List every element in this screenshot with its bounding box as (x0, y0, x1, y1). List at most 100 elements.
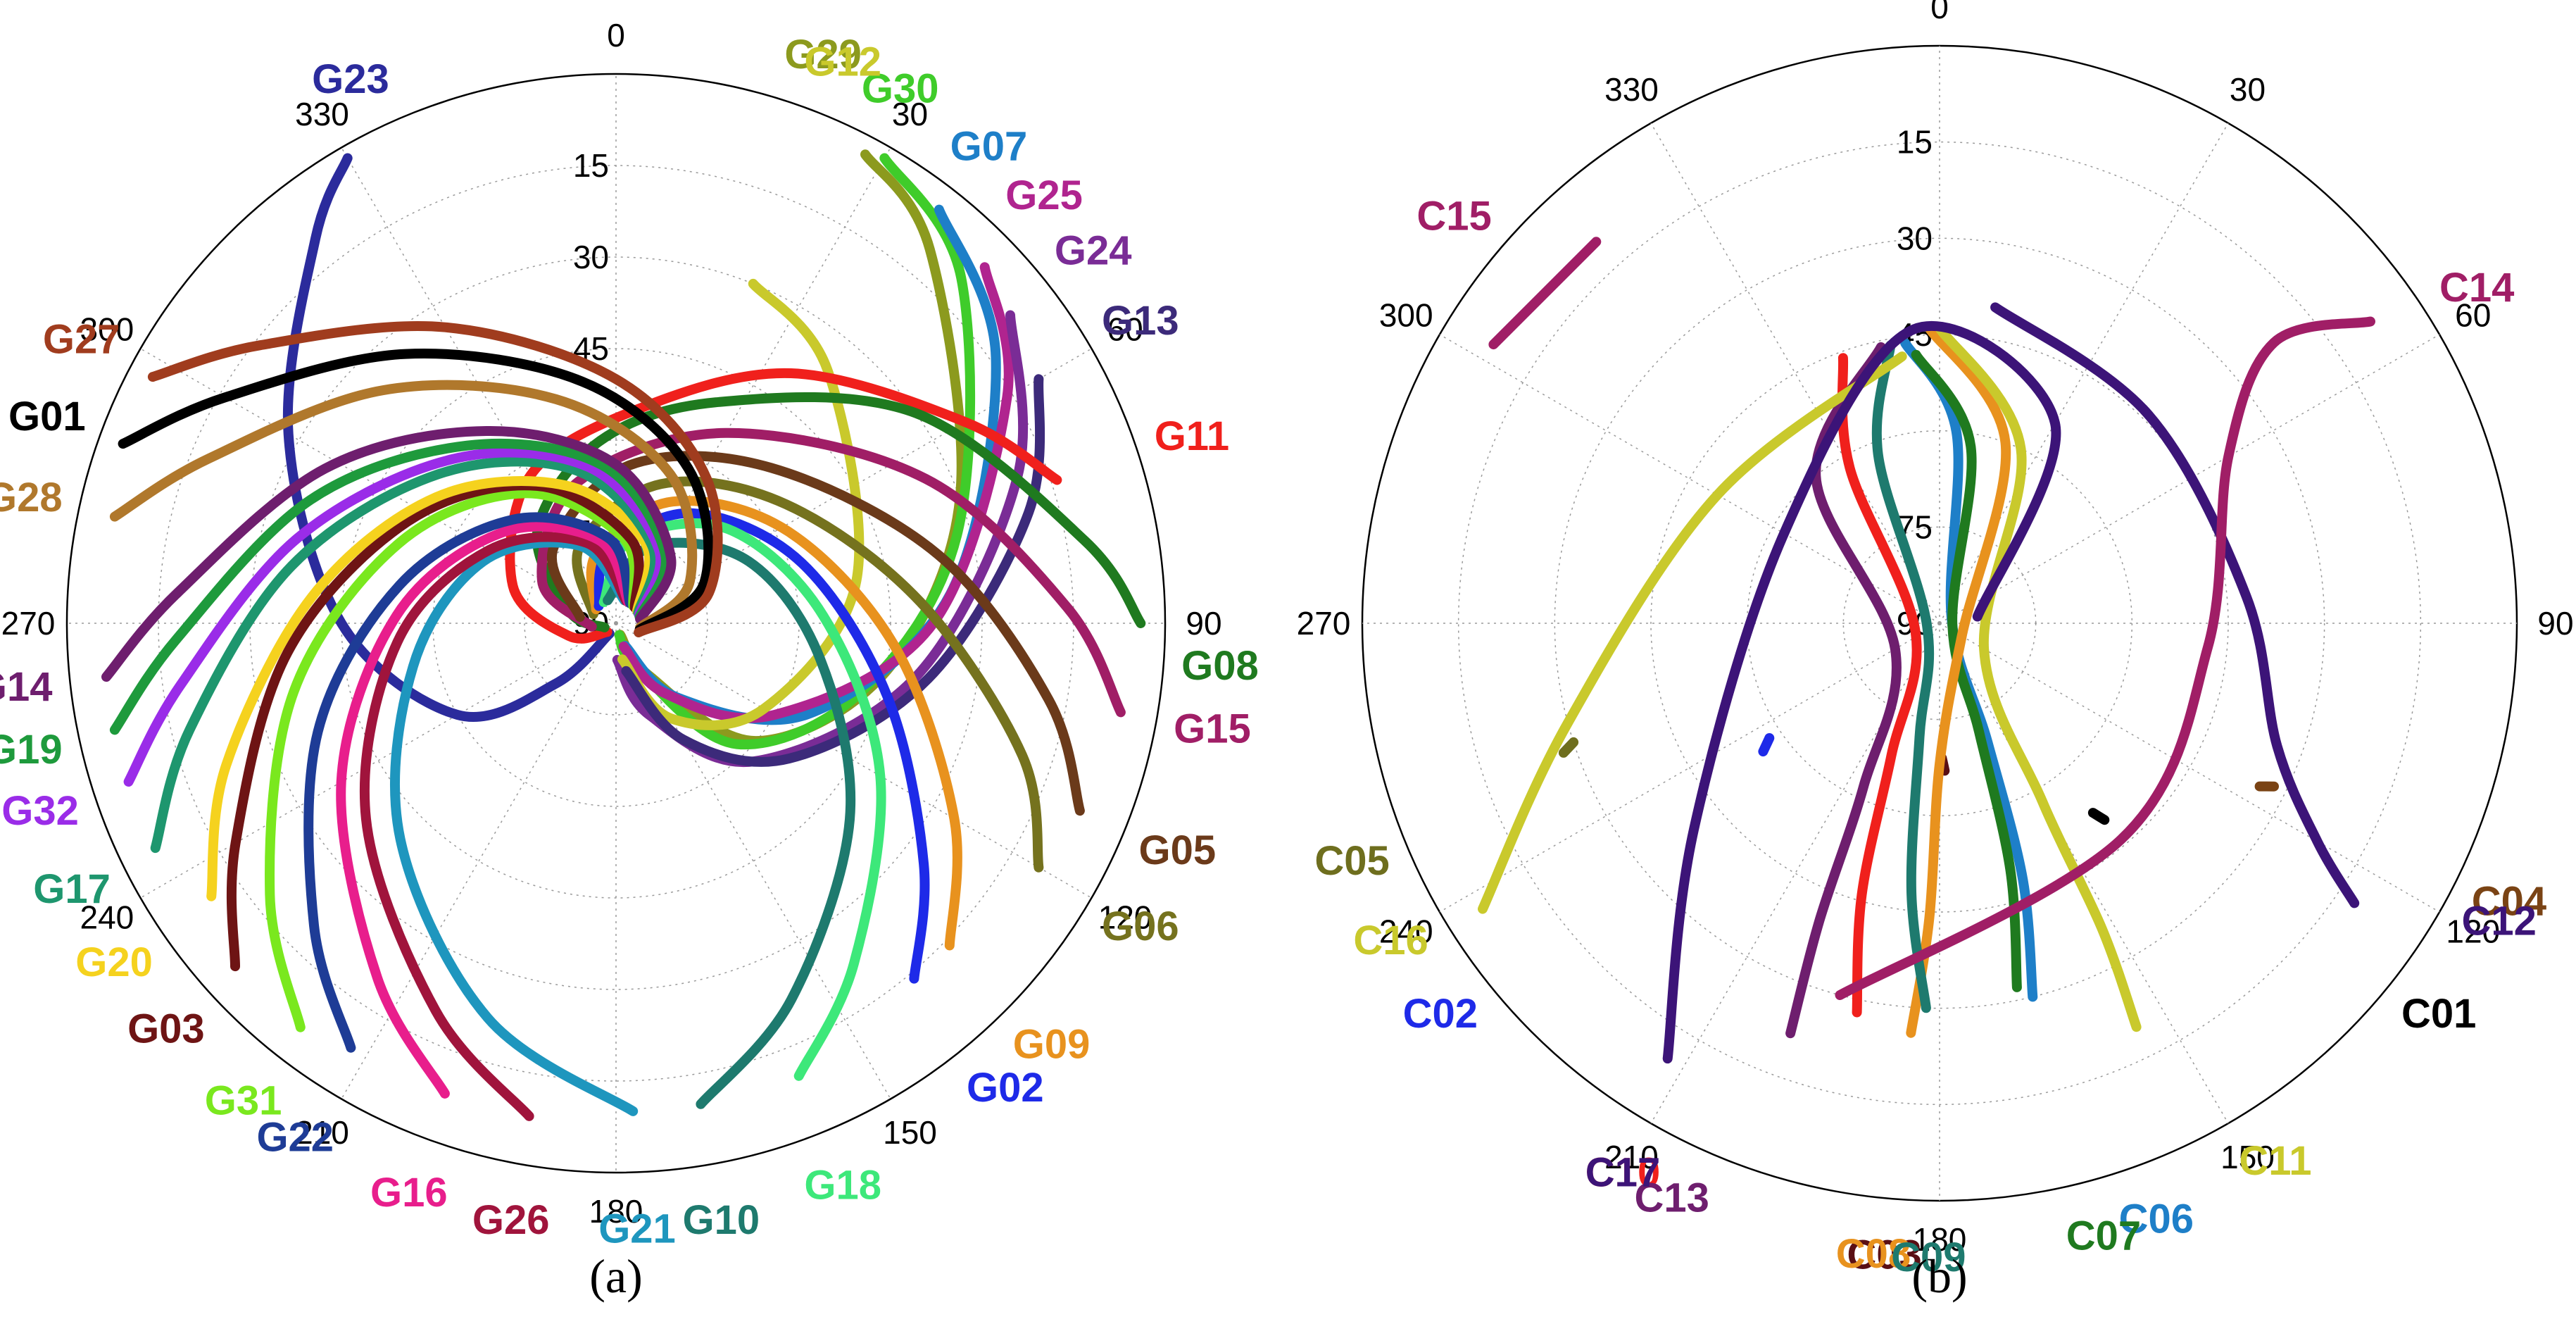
sat-track-g28 (109, 380, 698, 632)
sat-label-g07: G07 (950, 123, 1028, 169)
sat-label-c12: C12 (2461, 899, 2536, 944)
sat-label-g25: G25 (1005, 173, 1083, 218)
sat-label-g29: G29 (784, 32, 862, 77)
sat-label-g15: G15 (1174, 706, 1251, 751)
angular-tick-label: 150 (2220, 1139, 2275, 1175)
angular-tick-label: 150 (883, 1114, 937, 1151)
angular-tick-label: 60 (2455, 297, 2491, 334)
sat-label-c04: C04 (2472, 879, 2546, 925)
sat-track-g21 (390, 537, 639, 1116)
sat-label-g11: G11 (1155, 413, 1229, 459)
sat-label-g13: G13 (1102, 298, 1179, 344)
sat-track-g03 (226, 480, 644, 972)
sat-track-c08 (1906, 323, 2011, 1038)
sat-track-g01 (118, 349, 714, 635)
sat-track-c16 (1478, 351, 1907, 914)
angular-tick-label: 0 (607, 17, 625, 54)
sat-label-c07: C07 (2066, 1213, 2141, 1259)
sat-label-c17: C17 (1585, 1149, 1660, 1195)
sat-label-c05: C05 (1314, 838, 1389, 884)
grid-spoke (341, 623, 617, 1099)
sat-track-g14 (101, 425, 677, 682)
grid-circle (1554, 237, 2325, 1009)
grid-circle (1457, 141, 2422, 1106)
sat-label-g32: G32 (1, 788, 79, 834)
sat-track-g27 (147, 321, 723, 637)
sat-track-g12 (617, 278, 865, 730)
angular-tick-label: 270 (1, 605, 56, 642)
angular-tick-label: 180 (589, 1193, 643, 1230)
grid-spoke (1650, 123, 1940, 624)
angular-tick-label: 30 (2230, 71, 2266, 108)
angular-tick-label: 60 (1107, 311, 1143, 348)
sat-label-g27: G27 (43, 316, 120, 362)
angular-tick-label: 330 (1604, 71, 1659, 108)
sat-label-g28: G28 (0, 475, 63, 520)
angular-tick-label: 240 (80, 899, 134, 936)
sat-label-g03: G03 (127, 1006, 205, 1051)
skyplot-panel-a: 0306090120150180210240270300330153045759… (0, 17, 1259, 1251)
sat-label-c03: C03 (1847, 1232, 1921, 1278)
grid-spoke (615, 623, 1092, 899)
sat-label-g23: G23 (312, 56, 389, 102)
angular-tick-label: 120 (1098, 899, 1152, 936)
sat-label-g31: G31 (205, 1078, 282, 1124)
sat-label-g30: G30 (862, 66, 939, 112)
sat-label-c15: C15 (1416, 193, 1491, 239)
sat-label-g06: G06 (1102, 904, 1179, 949)
radial-tick-label: 30 (573, 239, 609, 275)
angular-tick-label: 210 (295, 1114, 349, 1151)
sat-track-g15 (536, 427, 1126, 718)
sat-track-g26 (360, 532, 632, 1121)
sat-track-c17 (1662, 320, 2061, 1064)
grid-spoke (1939, 623, 2440, 913)
sat-label-c02: C02 (1403, 991, 1478, 1037)
sat-label-g20: G20 (75, 939, 153, 985)
angular-tick-label: 240 (1379, 913, 1433, 950)
sat-track-g22 (303, 512, 635, 1053)
sat-label-g05: G05 (1139, 828, 1217, 873)
grid-circle (1650, 334, 2229, 913)
sat-track-g17 (150, 456, 660, 854)
angular-tick-label: 30 (892, 96, 928, 132)
grid-circle (249, 256, 983, 990)
radial-tick-label: 15 (573, 147, 609, 184)
angular-tick-label: 300 (80, 311, 134, 348)
angular-tick-label: 0 (1930, 0, 1949, 25)
angular-tick-label: 270 (1297, 605, 1351, 642)
panel-caption-b: (b) (1911, 1249, 1967, 1303)
sat-label-c10: C10 (1585, 1149, 1660, 1195)
sat-track-c09 (1871, 340, 1935, 1013)
sat-label-c08: C08 (1836, 1231, 1911, 1277)
sat-track-c02 (1758, 733, 1775, 757)
sat-label-g12: G12 (804, 39, 881, 85)
angular-tick-label: 90 (2537, 605, 2573, 642)
grid-circle (1746, 430, 2133, 817)
sat-track-g32 (123, 447, 665, 787)
sat-track-c11 (1935, 323, 2142, 1032)
sat-label-g10: G10 (683, 1197, 760, 1243)
grid-spoke (615, 623, 891, 1099)
sat-label-c09: C09 (1891, 1235, 1966, 1280)
sat-track-g31 (265, 488, 640, 1032)
grid-spoke (615, 147, 891, 624)
skyplot-panel-b: 0306090120150180210240270300330153045759… (1297, 0, 2574, 1280)
sat-track-c14 (1835, 316, 2375, 1000)
sat-track-g30 (614, 153, 976, 750)
angular-tick-label: 120 (2446, 913, 2500, 950)
sat-label-c14: C14 (2439, 265, 2514, 311)
sat-track-g16 (336, 521, 634, 1099)
angular-tick-label: 330 (295, 96, 349, 132)
sat-label-g08: G08 (1181, 643, 1259, 689)
sat-label-g19: G19 (0, 727, 63, 773)
sat-label-g09: G09 (1013, 1021, 1091, 1067)
sat-label-c01: C01 (2401, 991, 2476, 1037)
angular-tick-label: 210 (1604, 1139, 1659, 1175)
sat-label-g22: G22 (256, 1114, 334, 1160)
sat-label-g02: G02 (967, 1065, 1044, 1111)
sat-track-g20 (206, 476, 655, 901)
sat-track-c01 (2087, 808, 2110, 825)
sat-label-c16: C16 (1353, 918, 1428, 963)
sat-track-g25 (618, 262, 1014, 723)
